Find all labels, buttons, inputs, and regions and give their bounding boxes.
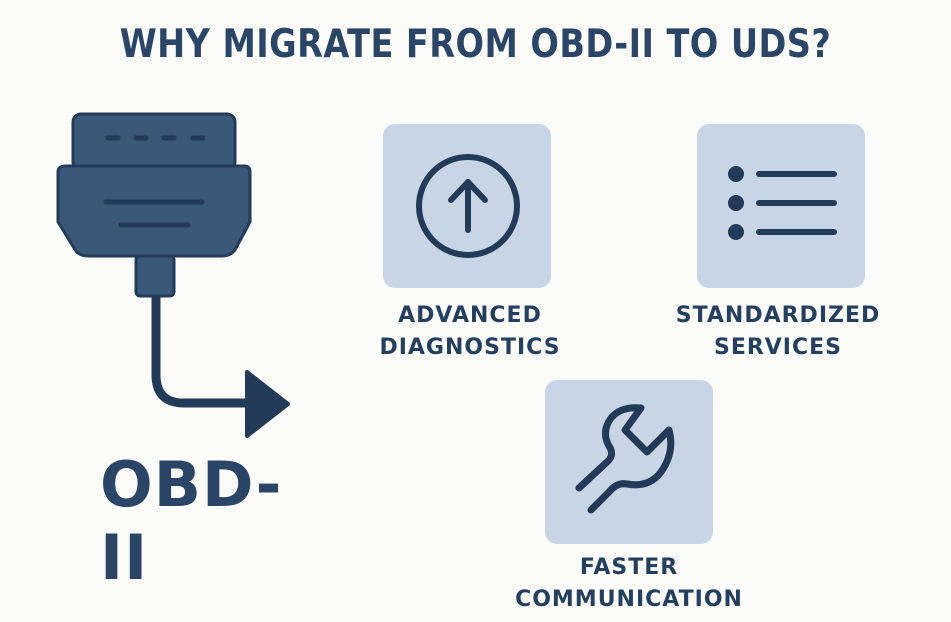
page-title: WHY MIGRATE FROM OBD-II TO UDS? (119, 22, 832, 67)
feature-card-standardized-services (697, 124, 865, 288)
feature-card-faster-communication (545, 380, 713, 544)
list-icon (728, 166, 837, 240)
arrow-up-circle-icon (416, 154, 520, 258)
feature-label-advanced-diagnostics: ADVANCED DIAGNOSTICS (379, 303, 561, 360)
obd-label: OBD-II (100, 448, 283, 594)
arrow-right-icon (245, 370, 290, 438)
feature-label-standardized-services: STANDARDIZED SERVICES (675, 303, 881, 360)
wrench-icon (575, 404, 675, 514)
obd-connector-icon (56, 112, 290, 438)
feature-card-advanced-diagnostics (383, 124, 551, 288)
feature-label-faster-communication: FASTER COMMUNICATION (515, 555, 743, 612)
